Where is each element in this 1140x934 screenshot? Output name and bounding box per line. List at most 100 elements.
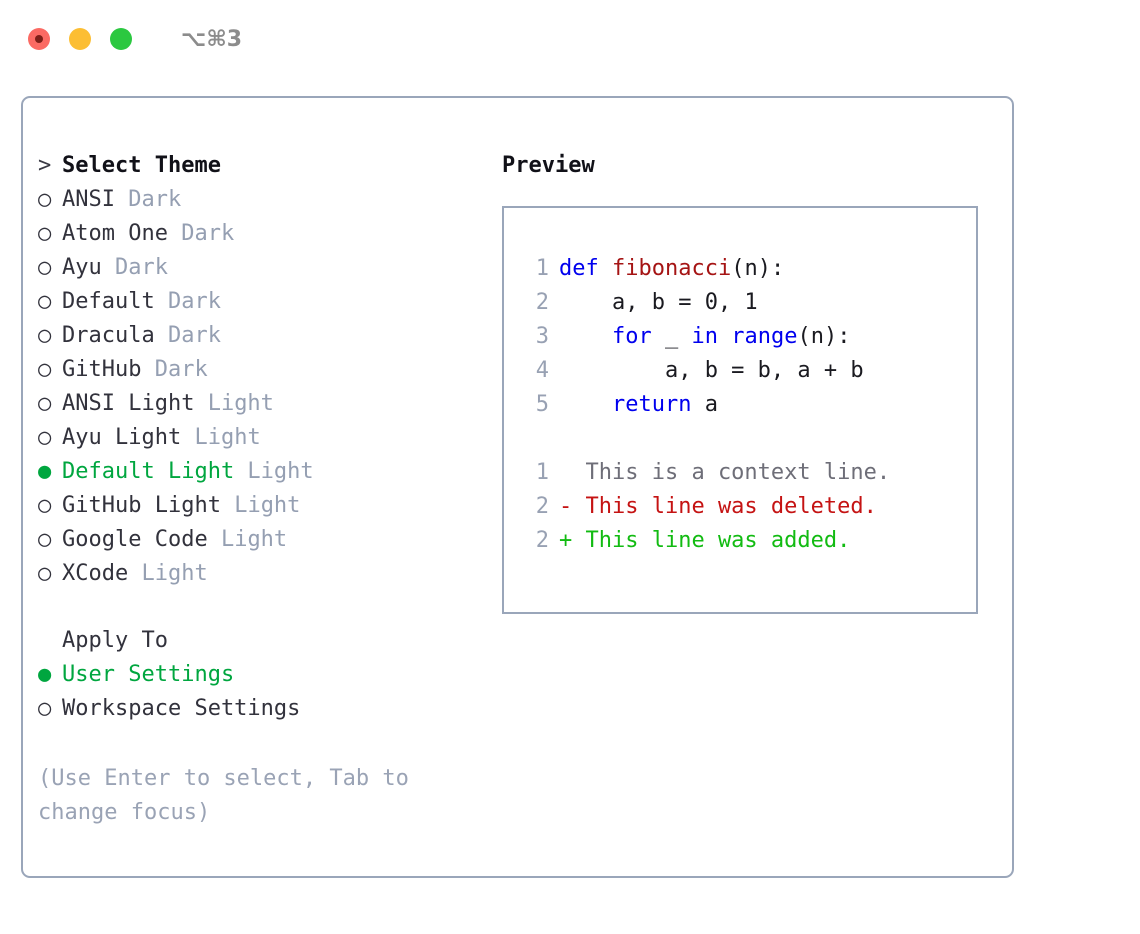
prompt-caret-icon: > <box>38 153 52 178</box>
theme-variant-label: Light <box>194 391 274 416</box>
theme-variant-label: Dark <box>154 323 221 348</box>
window-controls <box>28 28 132 50</box>
theme-picker-heading: > Select Theme <box>38 149 483 183</box>
code-token: return <box>611 392 692 417</box>
theme-name-label: Default <box>62 289 155 314</box>
theme-list-item[interactable]: ○ Dracula Dark <box>38 319 483 353</box>
theme-list-item[interactable]: ○Google Code Light <box>38 523 483 557</box>
theme-name-label: Ayu <box>62 255 102 280</box>
line-number: 5 <box>535 392 549 417</box>
radio-unselected-icon[interactable]: ○ <box>38 561 52 586</box>
theme-name-label: Dracula <box>62 323 155 348</box>
apply-to-panel: Apply To ● User Settings ○ Workspace Settin… <box>38 624 483 726</box>
code-line: 3 for _ in range(n): <box>521 320 976 354</box>
theme-picker-heading-label: Select Theme <box>62 153 221 178</box>
code-token: (n): <box>797 324 851 349</box>
theme-list-item[interactable]: ○ Default Dark <box>38 285 483 319</box>
apply-to-heading: Apply To <box>38 624 483 658</box>
code-token: def <box>559 256 599 281</box>
theme-name-label: Atom One <box>62 221 168 246</box>
code-line: 1 def fibonacci(n): <box>521 252 976 286</box>
theme-list-item[interactable]: ○ GitHub Dark <box>38 353 483 387</box>
maximize-button[interactable] <box>110 28 132 50</box>
apply-to-label: Workspace Settings <box>62 696 301 721</box>
apply-to-label: User Settings <box>62 662 235 687</box>
diff-text: - This line was deleted. <box>559 494 877 519</box>
code-line: 5 return a <box>521 388 976 422</box>
theme-variant-label: Light <box>234 459 314 484</box>
code-token: fibonacci <box>612 256 732 281</box>
theme-list-item[interactable]: ○ XCode Light <box>38 557 483 591</box>
code-token: a, b = b, a + b <box>559 358 864 383</box>
code-token: for <box>611 324 652 349</box>
theme-list-item[interactable]: ○ANSI Dark <box>38 183 483 217</box>
theme-list-item[interactable]: ○ Ayu Dark <box>38 251 483 285</box>
radio-unselected-icon[interactable]: ○ <box>38 255 52 280</box>
window-titlebar: ⌥⌘3 <box>0 0 1140 78</box>
radio-unselected-icon[interactable]: ○ <box>38 289 52 314</box>
theme-list-item[interactable]: ○ ANSI Light Light <box>38 387 483 421</box>
radio-unselected-icon[interactable]: ○ <box>38 221 52 246</box>
radio-unselected-icon[interactable]: ○ <box>38 391 52 416</box>
code-token: in <box>691 324 718 349</box>
close-button[interactable] <box>28 28 50 50</box>
theme-list-item[interactable]: ●Default Light Light <box>38 455 483 489</box>
preview-title: Preview <box>502 153 595 178</box>
line-number: 1 <box>535 460 549 485</box>
theme-list: ○ ANSI Dark ○ Atom One Dark ○ Ayu Dark ○ Defaul… <box>38 183 483 591</box>
theme-list-item[interactable]: ○ Atom One Dark <box>38 217 483 251</box>
code-line: 2 a, b = 0, 1 <box>521 286 976 320</box>
theme-list-item[interactable]: ○ Ayu Light Light <box>38 421 483 455</box>
code-token <box>718 324 731 349</box>
apply-to-list-item[interactable]: ● User Settings <box>38 658 483 692</box>
code-token <box>599 256 612 281</box>
theme-variant-label: Light <box>181 425 261 450</box>
diff-line: 2 - This line was deleted. <box>521 490 976 524</box>
line-number: 2 <box>535 290 549 315</box>
code-token: a <box>691 392 718 417</box>
theme-variant-label: Dark <box>167 221 235 246</box>
theme-name-label: XCode <box>62 561 129 586</box>
code-token: (n): <box>731 256 785 281</box>
theme-name-label: GitHub <box>62 357 142 382</box>
line-number: 2 <box>535 494 549 519</box>
theme-variant-label: Dark <box>141 357 208 382</box>
radio-unselected-icon[interactable]: ○ <box>38 187 52 212</box>
radio-unselected-icon[interactable]: ○ <box>38 527 52 552</box>
theme-list-item[interactable]: ○GitHub Light Light <box>38 489 483 523</box>
theme-variant-label: Light <box>207 527 288 552</box>
theme-variant-label: Dark <box>101 255 168 280</box>
line-number: 3 <box>535 324 549 349</box>
theme-name-label: Ayu Light <box>62 425 182 450</box>
window-title: ⌥⌘3 <box>181 26 243 52</box>
code-line: 4 a, b = b, a + b <box>521 354 976 388</box>
radio-unselected-icon[interactable]: ○ <box>38 425 52 450</box>
line-number: 4 <box>535 358 549 383</box>
radio-unselected-icon[interactable]: ○ <box>38 357 52 382</box>
apply-to-list-item[interactable]: ○ Workspace Settings <box>38 692 483 726</box>
minimize-button[interactable] <box>69 28 91 50</box>
theme-name-label: GitHub Light <box>62 493 221 518</box>
radio-selected-icon[interactable]: ● <box>38 459 52 484</box>
apply-to-list: ● User Settings ○ Workspace Settings <box>38 658 483 726</box>
radio-unselected-icon[interactable]: ○ <box>38 696 52 721</box>
radio-unselected-icon[interactable]: ○ <box>38 493 52 518</box>
theme-variant-label: Dark <box>154 289 221 314</box>
code-token <box>559 392 612 417</box>
diff-line: 2+ This line was added. <box>521 524 976 558</box>
theme-picker-panel: >Select Theme ○ANSI Dark○Atom One Dark○A… <box>38 149 483 830</box>
radio-unselected-icon[interactable]: ○ <box>38 323 52 348</box>
diff-sample: 1 This is a context line.2- This line wa… <box>521 456 976 558</box>
radio-selected-icon[interactable]: ● <box>38 662 52 687</box>
theme-name-label: ANSI <box>62 187 115 212</box>
code-token <box>559 324 612 349</box>
code-token: range <box>731 324 798 349</box>
theme-name-label: ANSI Light <box>62 391 195 416</box>
theme-variant-label: Light <box>128 561 208 586</box>
code-token: _ <box>651 324 692 349</box>
line-number: 1 <box>535 256 549 281</box>
dialog-card: >Select Theme ○ANSI Dark○Atom One Dark○A… <box>21 96 1014 878</box>
